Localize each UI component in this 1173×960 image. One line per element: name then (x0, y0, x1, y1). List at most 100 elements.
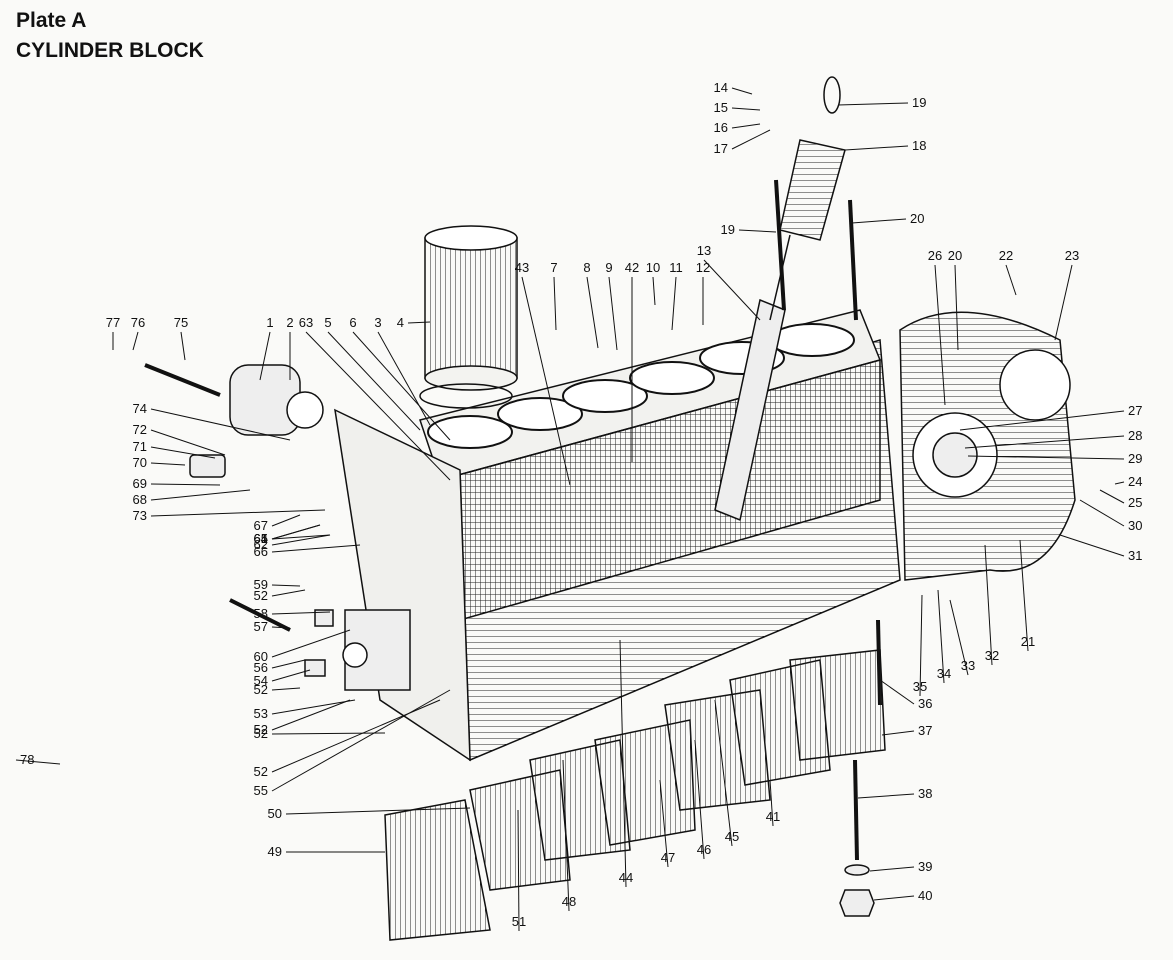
callout-number: 2 (286, 315, 293, 330)
callout-number: 6 (349, 315, 356, 330)
callout-leader (407, 321, 431, 324)
callout-leader (731, 129, 771, 150)
callout-number: 71 (133, 439, 147, 454)
callout-leader (694, 739, 705, 860)
callout-number: 32 (985, 648, 999, 663)
callout-number: 66 (254, 544, 268, 559)
callout-leader (881, 730, 915, 736)
callout-leader (517, 809, 520, 932)
callout-number: 20 (948, 248, 962, 263)
callout-leader (521, 276, 571, 486)
callout-number: 43 (515, 260, 529, 275)
callout-leader (285, 807, 471, 815)
callout-leader (919, 594, 923, 697)
callout-number: 68 (133, 492, 147, 507)
callout-number: 38 (918, 786, 932, 801)
callout-leader (652, 276, 656, 306)
callout-number: 3 (374, 315, 381, 330)
callout-leader (851, 218, 907, 224)
callout-number: 59 (254, 577, 268, 592)
callout-leader (703, 259, 761, 321)
bearing-caps (384, 649, 886, 941)
callout-number: 29 (1128, 451, 1142, 466)
callout-leader (271, 534, 331, 546)
callout-number: 21 (1021, 634, 1035, 649)
callout-leader (271, 689, 451, 792)
callout-number: 48 (562, 894, 576, 909)
callout-leader (562, 759, 570, 912)
callout-leader (180, 331, 186, 361)
callout-number: 63 (299, 315, 313, 330)
callout-number: 12 (696, 260, 710, 275)
callout-leader (659, 779, 669, 868)
callout-leader (1054, 264, 1073, 341)
callout-leader (714, 699, 733, 847)
callout-number: 19 (912, 95, 926, 110)
callout-number: 39 (918, 859, 932, 874)
callout-number: 42 (625, 260, 639, 275)
callout-leader (150, 429, 226, 456)
callout-number: 36 (918, 696, 932, 711)
callout-number: 73 (133, 508, 147, 523)
callout-leader (553, 276, 557, 331)
callout-leader (869, 866, 915, 872)
callout-number: 31 (1128, 548, 1142, 563)
callout-number: 14 (714, 80, 728, 95)
callout-leader (259, 331, 271, 381)
callout-leader (271, 699, 441, 773)
callout-leader (964, 435, 1125, 449)
callout-leader (377, 331, 431, 426)
callout-number: 20 (910, 211, 924, 226)
callout-leader (271, 544, 361, 553)
callout-number: 69 (133, 476, 147, 491)
callout-number: 52 (254, 588, 268, 603)
callout-number: 76 (131, 315, 145, 330)
callout-number: 4 (397, 315, 404, 330)
callout-number: 67 (254, 518, 268, 533)
callout-leader (738, 229, 777, 233)
callout-leader (959, 410, 1125, 431)
callout-leader (271, 669, 311, 682)
callout-number: 75 (174, 315, 188, 330)
callout-number: 44 (619, 870, 633, 885)
callout-number: 18 (912, 138, 926, 153)
callout-number: 60 (254, 649, 268, 664)
cylinder-liner (419, 225, 518, 409)
callout-number: 25 (1128, 495, 1142, 510)
callout-leader (949, 599, 969, 676)
callout-number: 52 (254, 682, 268, 697)
callout-number: 17 (714, 141, 728, 156)
callout-number: 37 (918, 723, 932, 738)
callout-number: 10 (646, 260, 660, 275)
callout-number: 9 (605, 260, 612, 275)
callout-leader (150, 489, 251, 501)
callout-number: 55 (254, 783, 268, 798)
callout-leader (271, 534, 331, 540)
callout-leader (671, 276, 677, 331)
callout-leader (1099, 489, 1125, 504)
callout-leader (586, 276, 599, 349)
callout-leader (150, 408, 291, 441)
callout-leader (837, 102, 909, 106)
callout-leader (271, 659, 306, 669)
callout-number: 54 (254, 673, 268, 688)
callout-number: 78 (20, 752, 34, 767)
callout-leader (271, 699, 351, 731)
callout-number: 45 (725, 829, 739, 844)
callout-leader (271, 584, 301, 587)
callout-leader (1005, 264, 1017, 296)
callout-leader (150, 462, 186, 466)
callout-leader (271, 732, 386, 735)
callout-leader (608, 276, 618, 351)
callout-leader (150, 446, 216, 459)
callout-leader (984, 544, 993, 666)
callout-leader (731, 123, 761, 129)
plate-label: Plate A (16, 9, 87, 32)
callout-number: 61 (254, 531, 268, 546)
callout-number: 7 (550, 260, 557, 275)
plate-heading: Plate A CYLINDER BLOCK (16, 6, 204, 66)
callout-number: 33 (961, 658, 975, 673)
callout-leader (271, 687, 301, 691)
